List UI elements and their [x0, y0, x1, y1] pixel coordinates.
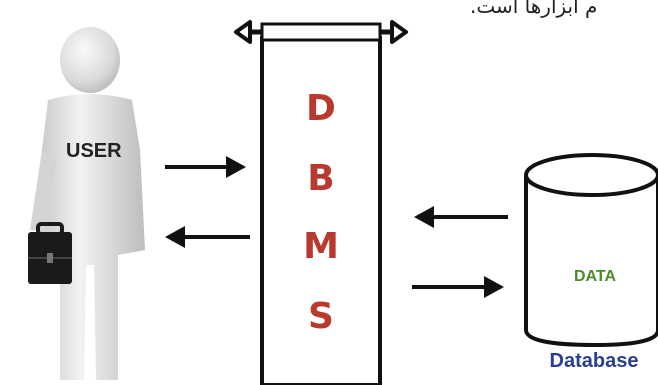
arrow-user-to-dbms [165, 156, 246, 178]
dbms-letter-b: B [260, 158, 382, 199]
arrow-dbms-to-database [412, 276, 504, 298]
database-caption: Database [530, 350, 658, 373]
arrow-dbms-to-user [165, 226, 250, 248]
arrow-database-to-dbms [414, 206, 508, 228]
user-label: USER [66, 140, 122, 163]
dbms-letter-m: M [260, 226, 382, 267]
data-label: DATA [555, 268, 635, 286]
dbms-letter-s: S [260, 296, 382, 337]
user-figure-icon [30, 27, 145, 380]
database-cylinder-icon [526, 155, 658, 345]
briefcase-icon [28, 224, 72, 284]
dbms-letter-d: D [260, 88, 382, 129]
